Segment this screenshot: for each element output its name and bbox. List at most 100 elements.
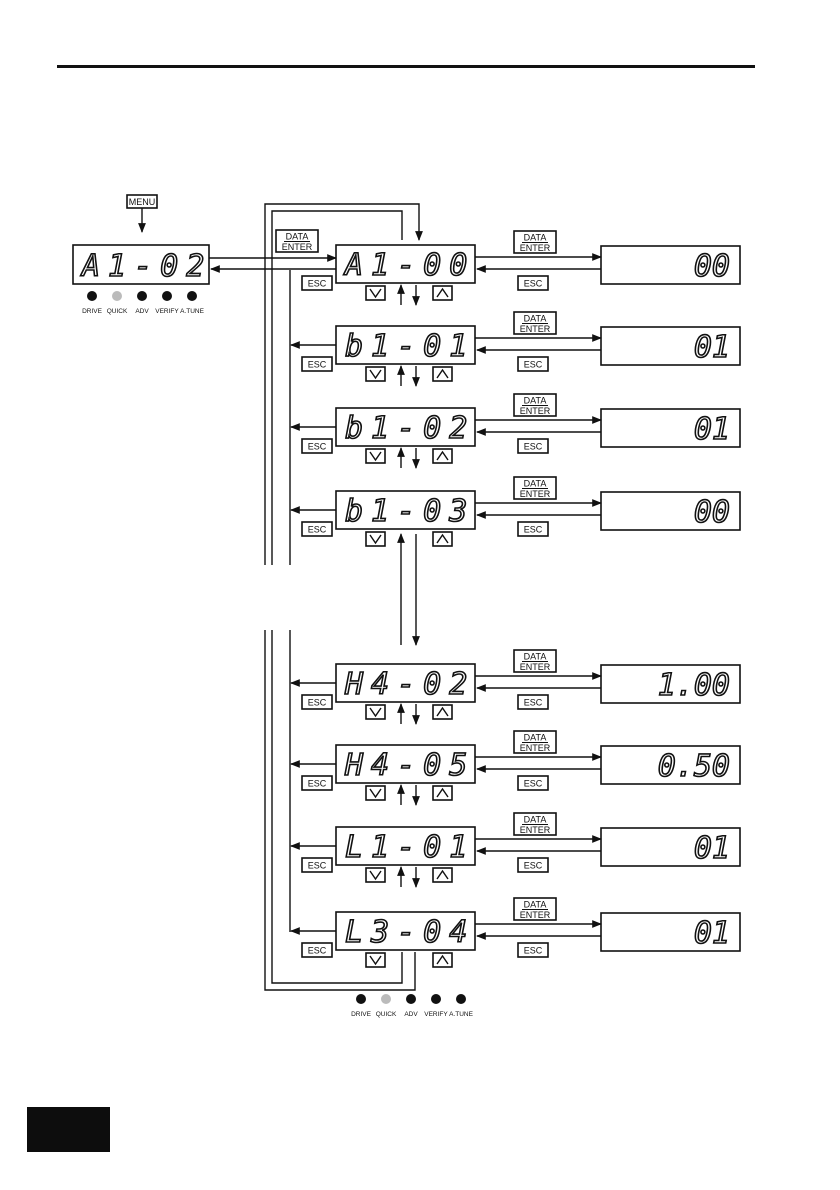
page-number-tab (27, 1107, 110, 1152)
value-display: 01 (600, 912, 741, 952)
led-label: DRIVE (351, 1011, 372, 1018)
esc-key-left-label: ESC (308, 525, 327, 535)
esc-key-label: ESC (524, 861, 543, 871)
chevron-down-icon (369, 288, 382, 299)
esc-key-left-label: ESC (308, 861, 327, 871)
value-display: 1.00 (600, 664, 741, 704)
led-verify (162, 291, 172, 301)
param-value: 01 (694, 831, 730, 866)
chevron-up-icon (436, 869, 449, 880)
data-enter-key-data-label: DATA (524, 314, 547, 324)
chevron-down-icon (369, 788, 382, 799)
data-enter-key-enter-label: ENTER (520, 662, 551, 672)
led-label: ADV (135, 308, 149, 315)
param-code: H4-05 (344, 748, 475, 783)
data-enter-key-data-label: DATA (524, 900, 547, 910)
led-quick-lit (381, 994, 391, 1004)
led-adv (137, 291, 147, 301)
led-atune (456, 994, 466, 1004)
down-key[interactable] (365, 285, 386, 301)
esc-key[interactable]: ESC (517, 356, 549, 372)
up-key[interactable] (432, 952, 453, 968)
up-key[interactable] (432, 867, 453, 883)
data-enter-key-enter-label: ENTER (520, 743, 551, 753)
esc-key-left-label: ESC (308, 698, 327, 708)
down-key[interactable] (365, 952, 386, 968)
esc-key-left[interactable]: ESC (301, 942, 333, 958)
esc-key-label: ESC (524, 360, 543, 370)
led-label: ADV (404, 1011, 418, 1018)
led-drive (356, 994, 366, 1004)
esc-key-left[interactable]: ESC (301, 356, 333, 372)
chevron-down-icon (369, 955, 382, 966)
data-enter-key-enter-label: ENTER (520, 910, 551, 920)
value-display: 00 (600, 245, 741, 285)
param-code: L3-04 (345, 915, 475, 950)
led-verify (431, 994, 441, 1004)
chevron-up-icon (436, 450, 449, 461)
esc-key[interactable]: ESC (517, 942, 549, 958)
up-key[interactable] (432, 531, 453, 547)
esc-key[interactable]: ESC (517, 775, 549, 791)
chevron-up-icon (436, 287, 449, 298)
param-display: L1-01 (335, 826, 476, 866)
down-key[interactable] (365, 867, 386, 883)
esc-key[interactable]: ESC (517, 438, 549, 454)
down-key[interactable] (365, 704, 386, 720)
param-display: L3-04 (335, 911, 476, 951)
esc-key[interactable]: ESC (517, 521, 549, 537)
data-enter-key-enter-label: ENTER (520, 324, 551, 334)
up-key[interactable] (432, 448, 453, 464)
param-display: b1-01 (335, 325, 476, 365)
data-enter-key-data-label: DATA (524, 233, 547, 243)
esc-key-left-label: ESC (308, 279, 327, 289)
data-enter-key-enter-label: ENTER (520, 489, 551, 499)
esc-key-label: ESC (524, 779, 543, 789)
esc-key-left[interactable]: ESC (301, 694, 333, 710)
chevron-down-icon (369, 707, 382, 718)
led-quick-lit (112, 291, 122, 301)
esc-key-left[interactable]: ESC (301, 275, 333, 291)
esc-key-left-label: ESC (308, 946, 327, 956)
up-key[interactable] (432, 366, 453, 382)
led-label: A.TUNE (449, 1011, 474, 1018)
led-adv (406, 994, 416, 1004)
down-key[interactable] (365, 785, 386, 801)
down-key[interactable] (365, 448, 386, 464)
esc-key-left[interactable]: ESC (301, 521, 333, 537)
chevron-down-icon (369, 870, 382, 881)
down-key[interactable] (365, 531, 386, 547)
up-key[interactable] (432, 704, 453, 720)
param-code: b1-03 (345, 494, 475, 529)
param-display: H4-05 (335, 744, 476, 784)
param-display: b1-02 (335, 407, 476, 447)
esc-key[interactable]: ESC (517, 857, 549, 873)
chevron-down-icon (369, 369, 382, 380)
esc-key[interactable]: ESC (517, 694, 549, 710)
up-key[interactable] (432, 285, 453, 301)
esc-key-label: ESC (524, 279, 543, 289)
led-label: QUICK (107, 308, 128, 315)
esc-key-left[interactable]: ESC (301, 438, 333, 454)
data-enter-key-data-label: DATA (524, 815, 547, 825)
header-rule (57, 65, 755, 68)
esc-key-left[interactable]: ESC (301, 857, 333, 873)
down-key[interactable] (365, 366, 386, 382)
esc-key[interactable]: ESC (517, 275, 549, 291)
esc-key-left[interactable]: ESC (301, 775, 333, 791)
up-key[interactable] (432, 785, 453, 801)
menu-key[interactable]: MENU (126, 194, 158, 209)
